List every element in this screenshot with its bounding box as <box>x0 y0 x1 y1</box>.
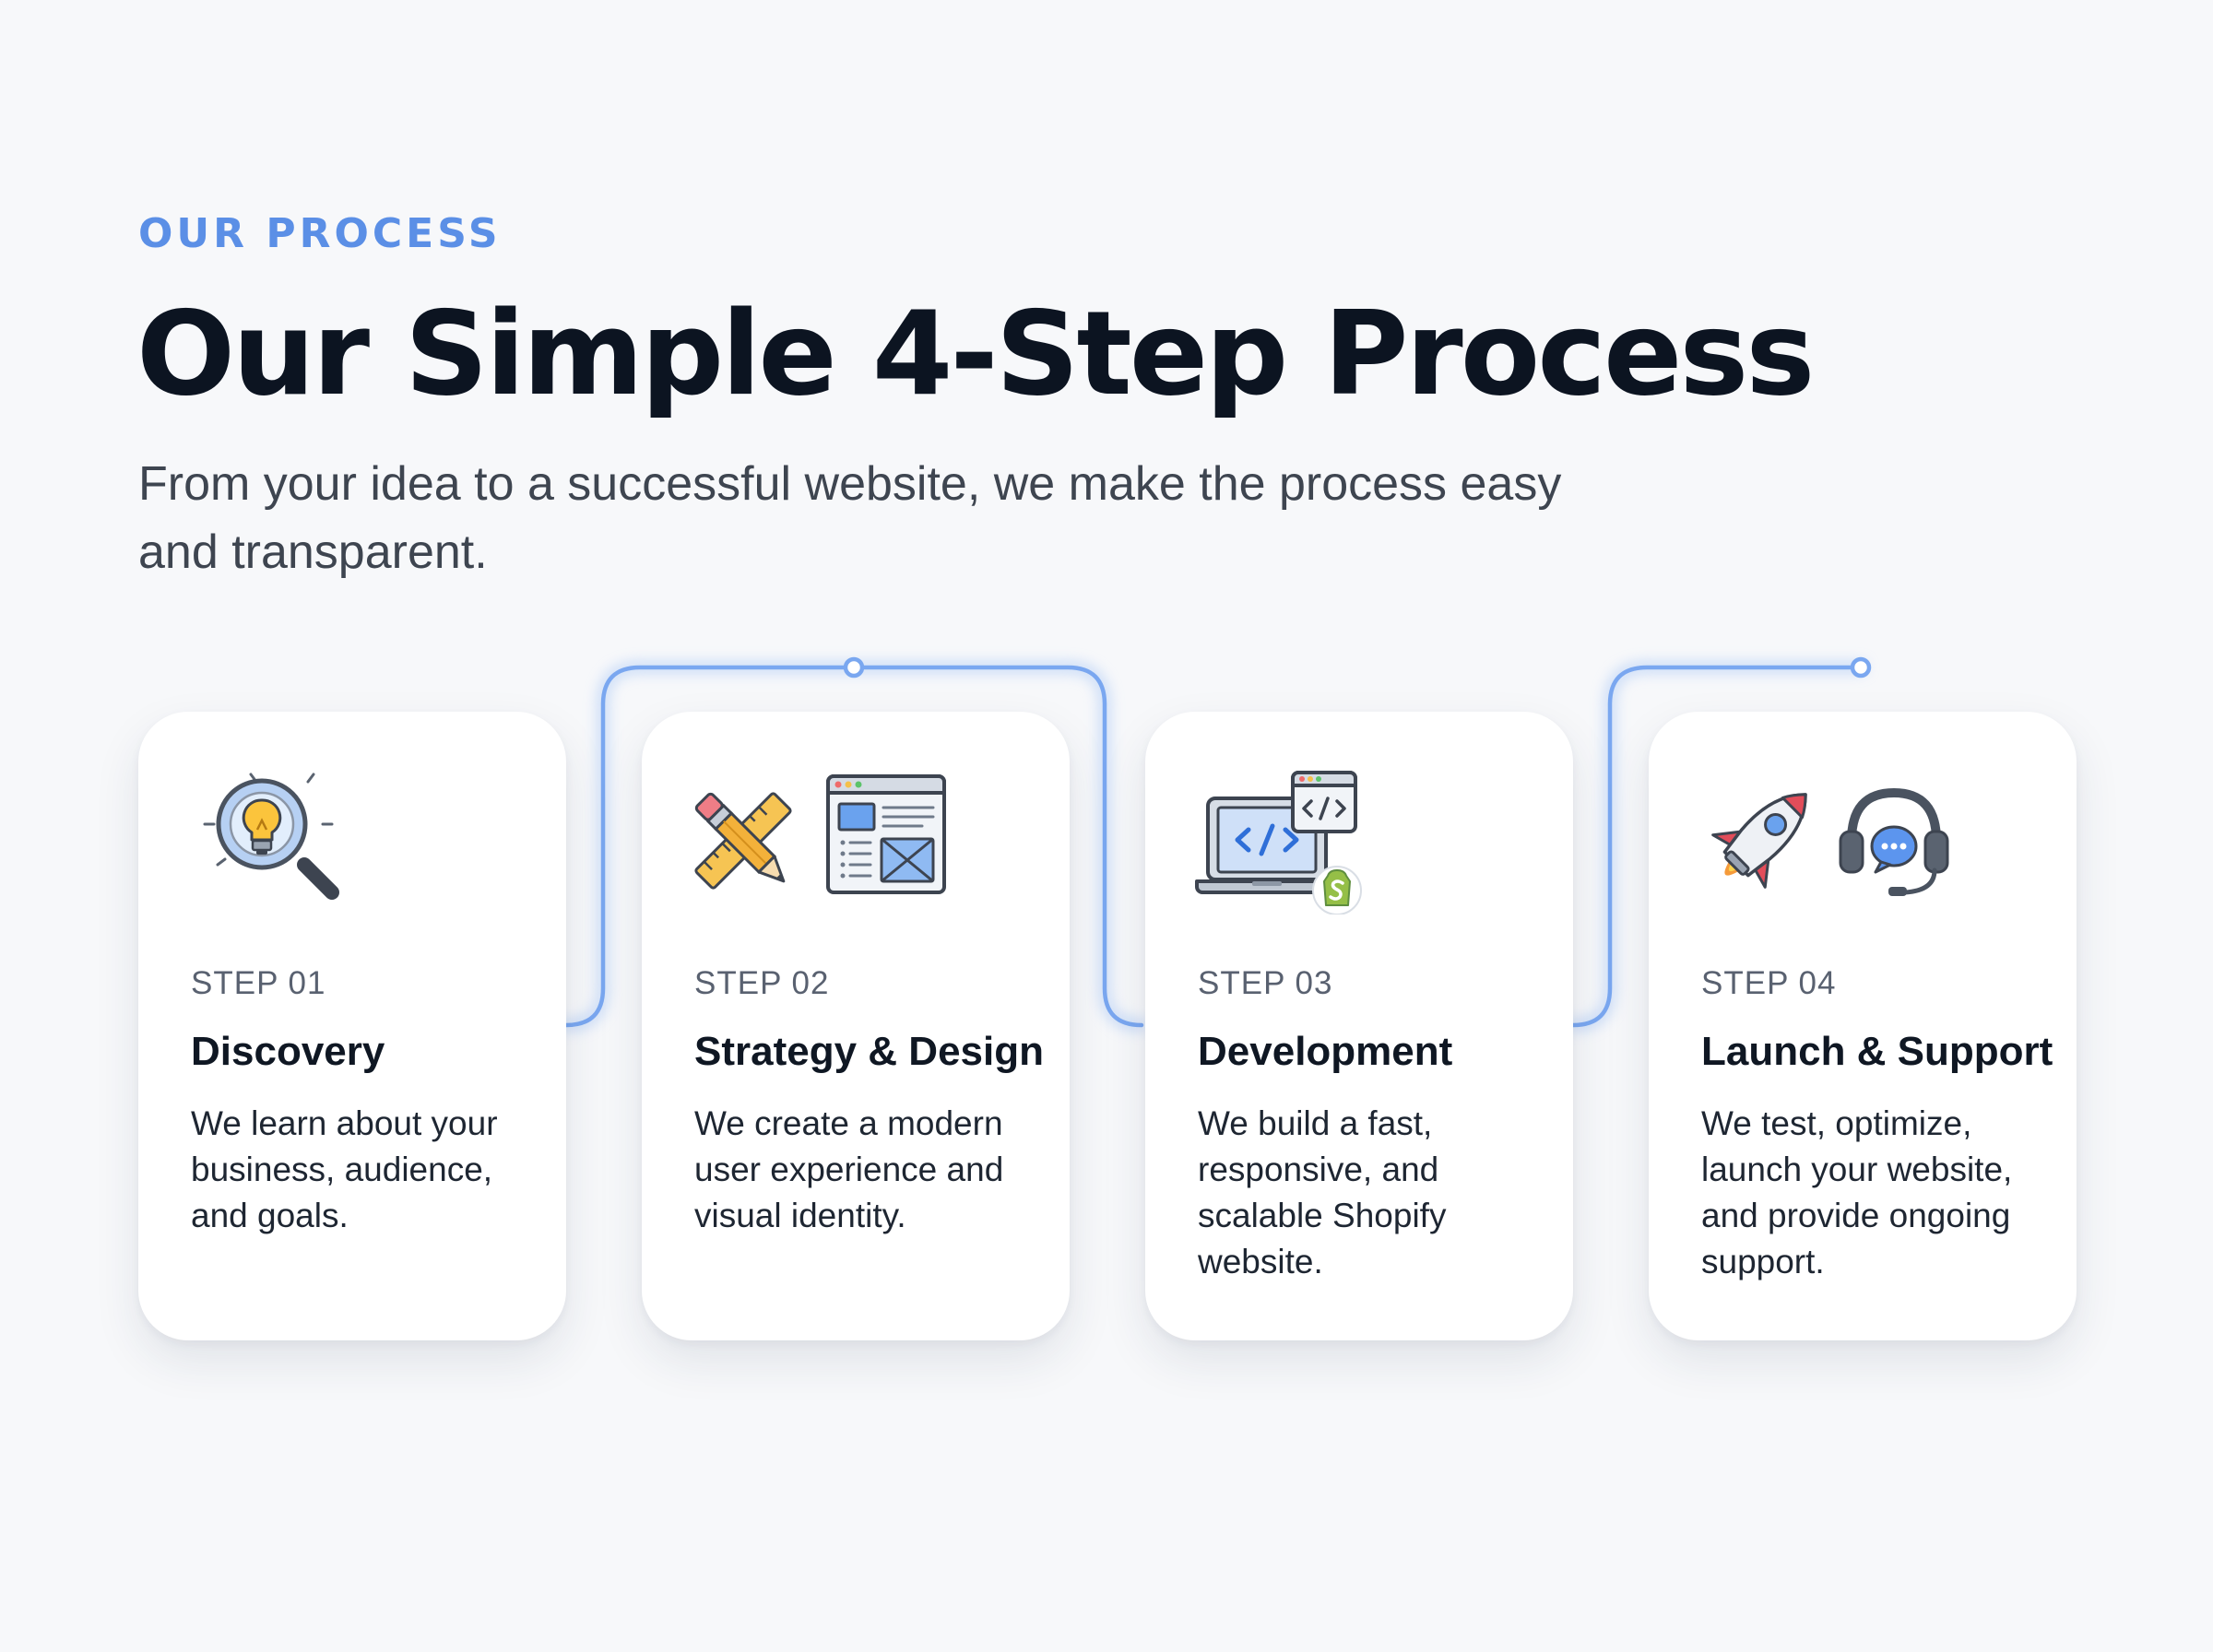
pencil-ruler-icon <box>694 792 792 890</box>
step-title: Discovery <box>191 1029 385 1074</box>
step-card-strategy-design: STEP 02 Strategy & Design We create a mo… <box>642 712 1070 1340</box>
step-title: Development <box>1198 1029 1453 1074</box>
step-number: STEP 01 <box>191 965 326 1001</box>
step-card-launch-support: STEP 04 Launch & Support We test, optimi… <box>1649 712 2077 1340</box>
step-number: STEP 03 <box>1198 965 1333 1001</box>
step-description: We build a fast, responsive, and scalabl… <box>1198 1104 1447 1280</box>
headset-icon <box>1839 787 1949 896</box>
step-description: We test, optimize, launch your website, … <box>1701 1104 2013 1280</box>
page-title: Our Simple 4-Step Process <box>136 286 1815 421</box>
step-description: We learn about your business, audience, … <box>191 1104 498 1234</box>
step-card-development: STEP 03 Development We build a fast, res… <box>1145 712 1573 1340</box>
step-title: Launch & Support <box>1701 1029 2053 1074</box>
shopify-icon <box>1312 866 1362 914</box>
rocket-icon <box>1711 793 1807 889</box>
connector-node-1 <box>843 656 865 678</box>
wireframe-icon <box>826 774 946 894</box>
connector-segment-2 <box>1570 665 1864 1028</box>
step-card-discovery: STEP 01 Discovery We learn about your bu… <box>138 712 566 1340</box>
step-title: Strategy & Design <box>694 1029 1044 1074</box>
section-subtitle: From your idea to a successful website, … <box>138 457 1562 579</box>
step-description: We create a modern user experience and v… <box>694 1104 1004 1234</box>
lightbulb-magnifier-icon <box>203 773 339 900</box>
step-number: STEP 02 <box>694 965 830 1001</box>
connector-node-2 <box>1850 656 1872 678</box>
section-eyebrow: OUR PROCESS <box>138 210 502 257</box>
step-number: STEP 04 <box>1701 965 1837 1001</box>
